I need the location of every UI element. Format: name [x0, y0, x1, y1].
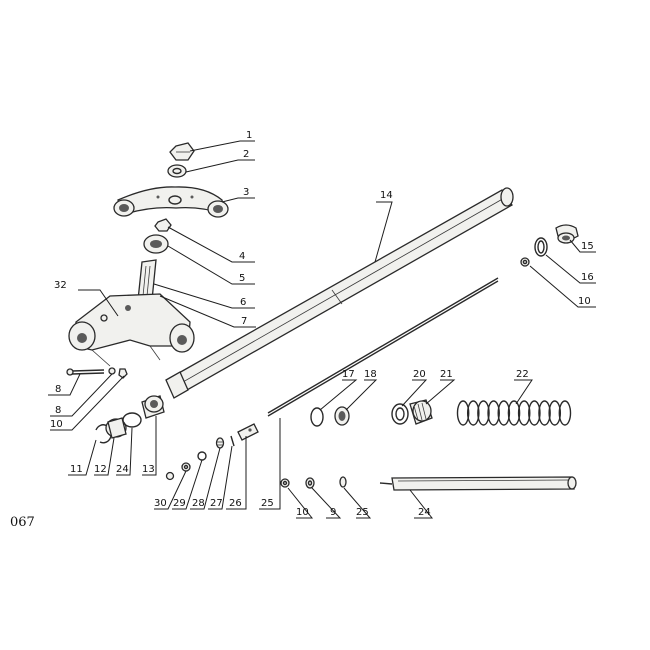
callout-16: 16 [581, 272, 594, 283]
callout-32: 32 [54, 280, 67, 291]
callout-20: 20 [413, 369, 426, 380]
callout-29: 28 [192, 498, 205, 509]
part-1-nut [169, 142, 195, 161]
callout-28: 27 [210, 498, 223, 509]
part-29-spring-small [215, 437, 225, 449]
part-23-ring [122, 412, 142, 428]
callout-9: 9 [330, 507, 336, 518]
part-10-nut-lower [280, 478, 290, 488]
part-12-seal [105, 417, 127, 439]
spring-coil [548, 400, 562, 426]
callout-10-lower: 10 [296, 507, 309, 518]
part-24-damper-tube [379, 476, 577, 491]
callout-18: 18 [364, 369, 377, 380]
spring-coil [456, 400, 470, 426]
callout-24: 24 [418, 507, 431, 518]
callout-7: 7 [241, 316, 247, 327]
callout-2: 2 [243, 149, 249, 160]
spring-coil [497, 400, 511, 426]
callout-23: 24 [116, 464, 129, 475]
callout-13: 13 [142, 464, 155, 475]
part-31b-nut [165, 471, 175, 481]
callout-10-upper: 10 [578, 296, 591, 307]
callout-25: 25 [356, 507, 369, 518]
part-9-washer [305, 477, 315, 489]
part-3-upper-triple-clamp [113, 186, 229, 218]
part-30-washer [197, 451, 207, 461]
part-22-spring [456, 400, 572, 426]
part-31-nut [181, 462, 191, 472]
callout-22: 22 [516, 369, 529, 380]
callout-31: 30 [154, 498, 167, 509]
part-4-nut [154, 218, 172, 232]
callout-27: 26 [229, 498, 242, 509]
callout-11: 11 [70, 464, 83, 475]
part-16-o-ring [534, 237, 548, 257]
spring-coil [517, 400, 531, 426]
part-28-pin [230, 435, 235, 447]
part-5-bearing [143, 234, 169, 254]
part-20-washer [391, 403, 409, 425]
callout-12: 12 [94, 464, 107, 475]
callout-9-left: 8 [55, 405, 61, 416]
part-2-washer [167, 164, 187, 178]
leader-lines [48, 140, 596, 519]
part-18-nut [334, 406, 350, 426]
part-21-piston [409, 399, 433, 425]
callout-30: 29 [173, 498, 186, 509]
part-8-bolt [66, 368, 105, 376]
part-17-ring [310, 407, 324, 427]
part-27-valve [237, 423, 259, 441]
callouts: 1 2 3 4 5 6 7 8 8 10 11 12 24 13 14 15 1… [50, 130, 594, 518]
callout-26: 25 [261, 498, 274, 509]
spring-coil [538, 400, 551, 426]
callout-10: 10 [50, 419, 63, 430]
callout-3: 3 [243, 187, 249, 198]
part-7-lower-triple-clamp [68, 259, 195, 367]
part-26-damper-rod [267, 277, 499, 417]
part-10-nut [108, 367, 128, 379]
part-25-pin [339, 476, 347, 488]
callout-6: 6 [240, 297, 246, 308]
part-14-fork-tube [165, 187, 514, 399]
callout-8: 8 [55, 384, 61, 395]
spring-coil [466, 400, 480, 426]
callout-21: 21 [440, 369, 453, 380]
callout-4: 4 [239, 251, 245, 262]
part-15-top-cap [555, 224, 579, 244]
part-10-nut-upper [520, 257, 530, 267]
spring-coil [477, 400, 490, 426]
callout-1: 1 [246, 130, 252, 141]
spring-coil [487, 400, 500, 426]
callout-14: 14 [380, 190, 393, 201]
spring-coil [507, 400, 521, 426]
callout-17: 17 [342, 369, 355, 380]
callout-5: 5 [239, 273, 245, 284]
sheet-code: 067 [10, 515, 35, 530]
part-13-bush [141, 395, 165, 419]
spring-coil [528, 400, 541, 426]
spring-coil [558, 400, 572, 426]
callout-15: 15 [581, 241, 594, 252]
